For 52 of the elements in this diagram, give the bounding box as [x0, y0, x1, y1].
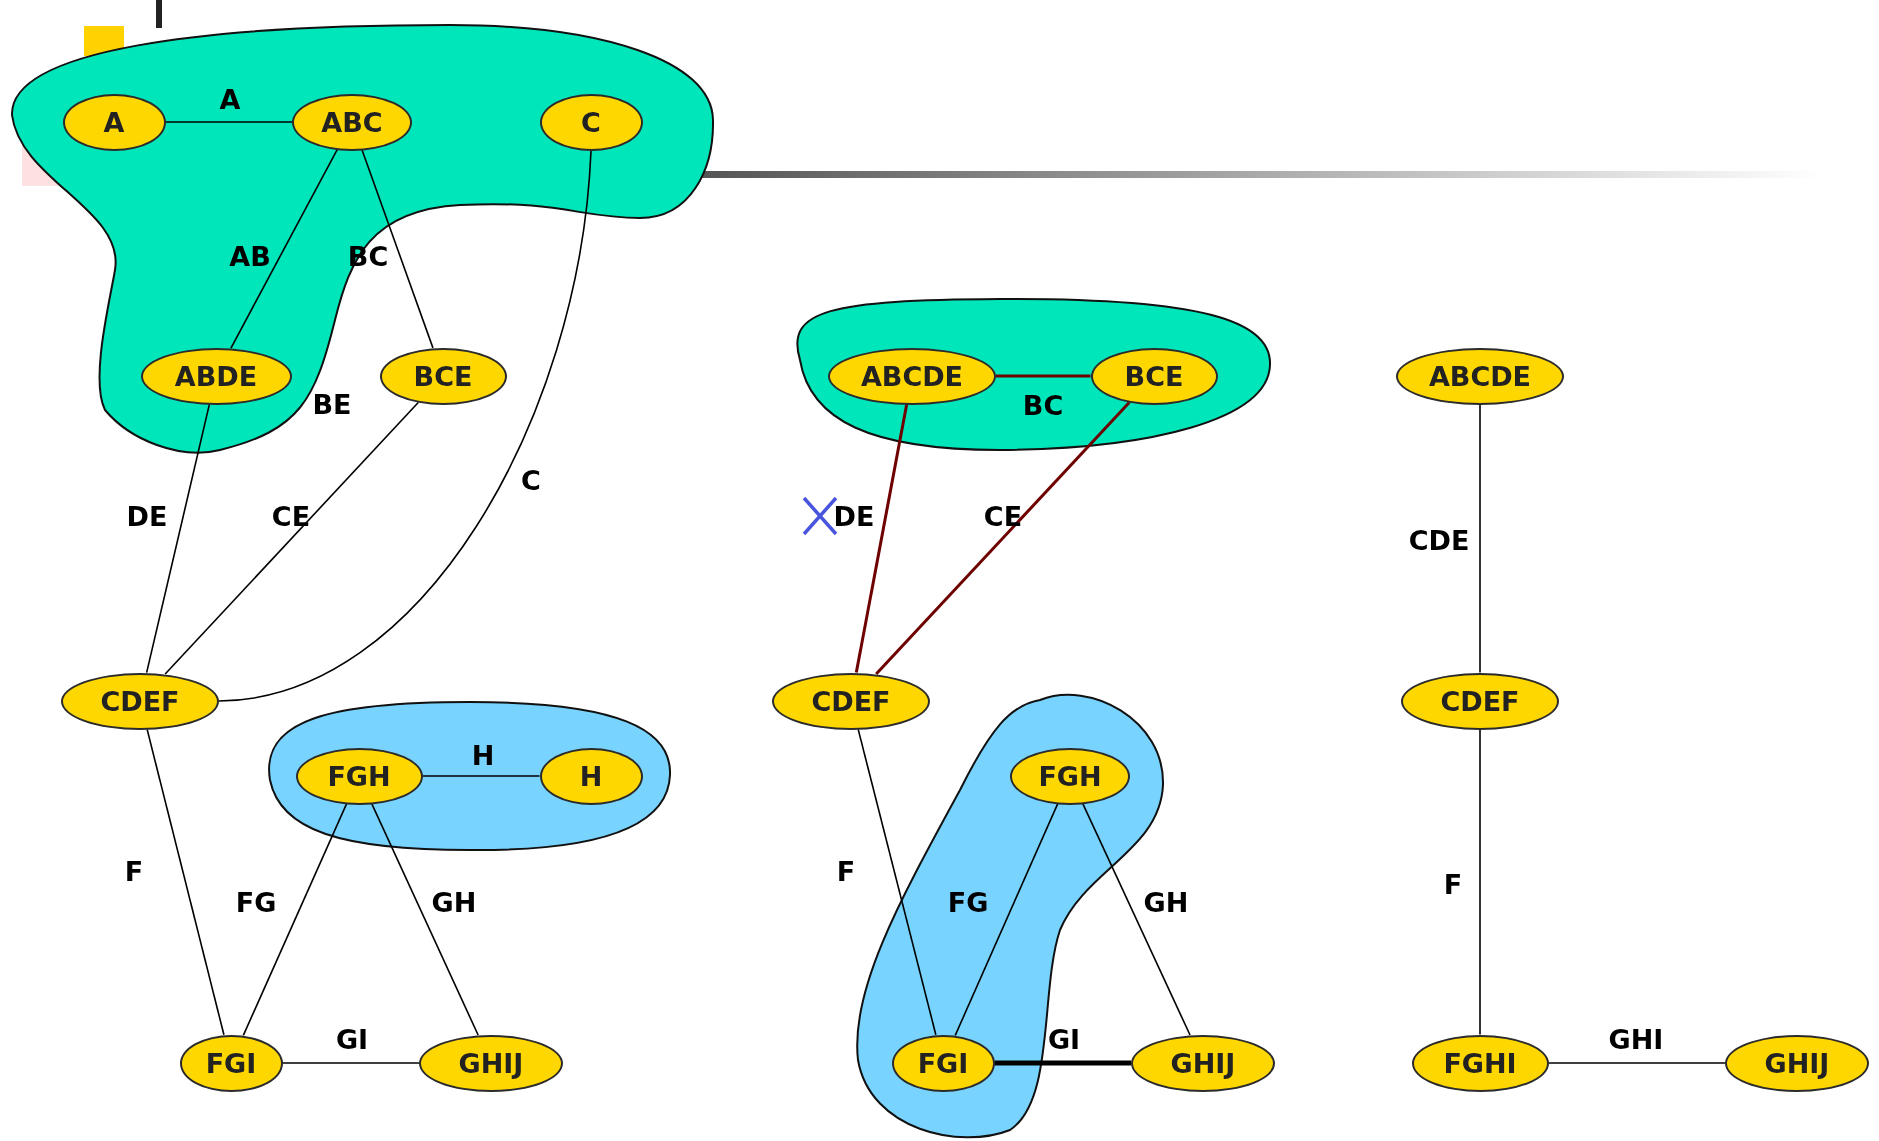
connector-line — [421, 775, 541, 777]
connector-line — [1547, 1062, 1726, 1064]
edge-label: A — [219, 83, 241, 115]
edge-label: F — [124, 855, 144, 887]
text-label: BE — [312, 388, 352, 420]
edge-label: AB — [229, 240, 271, 272]
connector-line — [230, 148, 338, 349]
connector-line — [361, 149, 434, 349]
connector-line — [146, 728, 225, 1036]
set-node: CDEF — [1401, 672, 1559, 730]
set-node: ABCDE — [1396, 347, 1564, 405]
connector-line — [1479, 403, 1481, 674]
set-node: CDEF — [772, 672, 930, 730]
set-node: GHIJ — [1131, 1034, 1275, 1092]
edge-label: GI — [335, 1023, 369, 1055]
edge-label: F — [836, 855, 856, 887]
set-node: CDEF — [61, 672, 219, 730]
connector-line — [854, 404, 909, 673]
connector-line — [1082, 803, 1191, 1036]
connector-line — [242, 803, 348, 1037]
edge-label: CE — [271, 500, 311, 532]
connector-line — [281, 1062, 420, 1064]
set-node: GHIJ — [1725, 1034, 1869, 1092]
edge-label: F — [1443, 868, 1463, 900]
connector-line — [1479, 728, 1481, 1036]
edge-label: GI — [1047, 1023, 1081, 1055]
connector-line — [164, 121, 293, 123]
connector-line — [996, 374, 1091, 378]
connector-line — [954, 803, 1059, 1037]
connector-line — [145, 403, 211, 674]
edge-label: DE — [833, 500, 875, 532]
set-node: GHIJ — [419, 1034, 563, 1092]
edge-label: BC — [1022, 389, 1064, 421]
edge-label: GHI — [1608, 1023, 1664, 1055]
edge-label: C — [521, 464, 541, 496]
connector-line — [875, 401, 1131, 675]
connector-line — [371, 803, 479, 1036]
connector-line — [218, 150, 592, 702]
set-node: BCE — [379, 347, 507, 405]
edge-label: FG — [947, 886, 989, 918]
set-node: FGHI — [1411, 1034, 1549, 1092]
connector-line — [164, 401, 420, 675]
edge-label: FG — [235, 886, 277, 918]
connector-line — [857, 728, 937, 1036]
edge-label: GH — [431, 886, 477, 918]
edge-label: CE — [983, 500, 1023, 532]
edge-label: H — [471, 739, 495, 771]
set-node: FGI — [179, 1034, 283, 1092]
edge-label: DE — [126, 500, 168, 532]
connector-line — [994, 1060, 1131, 1066]
edge-label: GH — [1143, 886, 1189, 918]
edge-label: CDE — [1408, 524, 1470, 556]
